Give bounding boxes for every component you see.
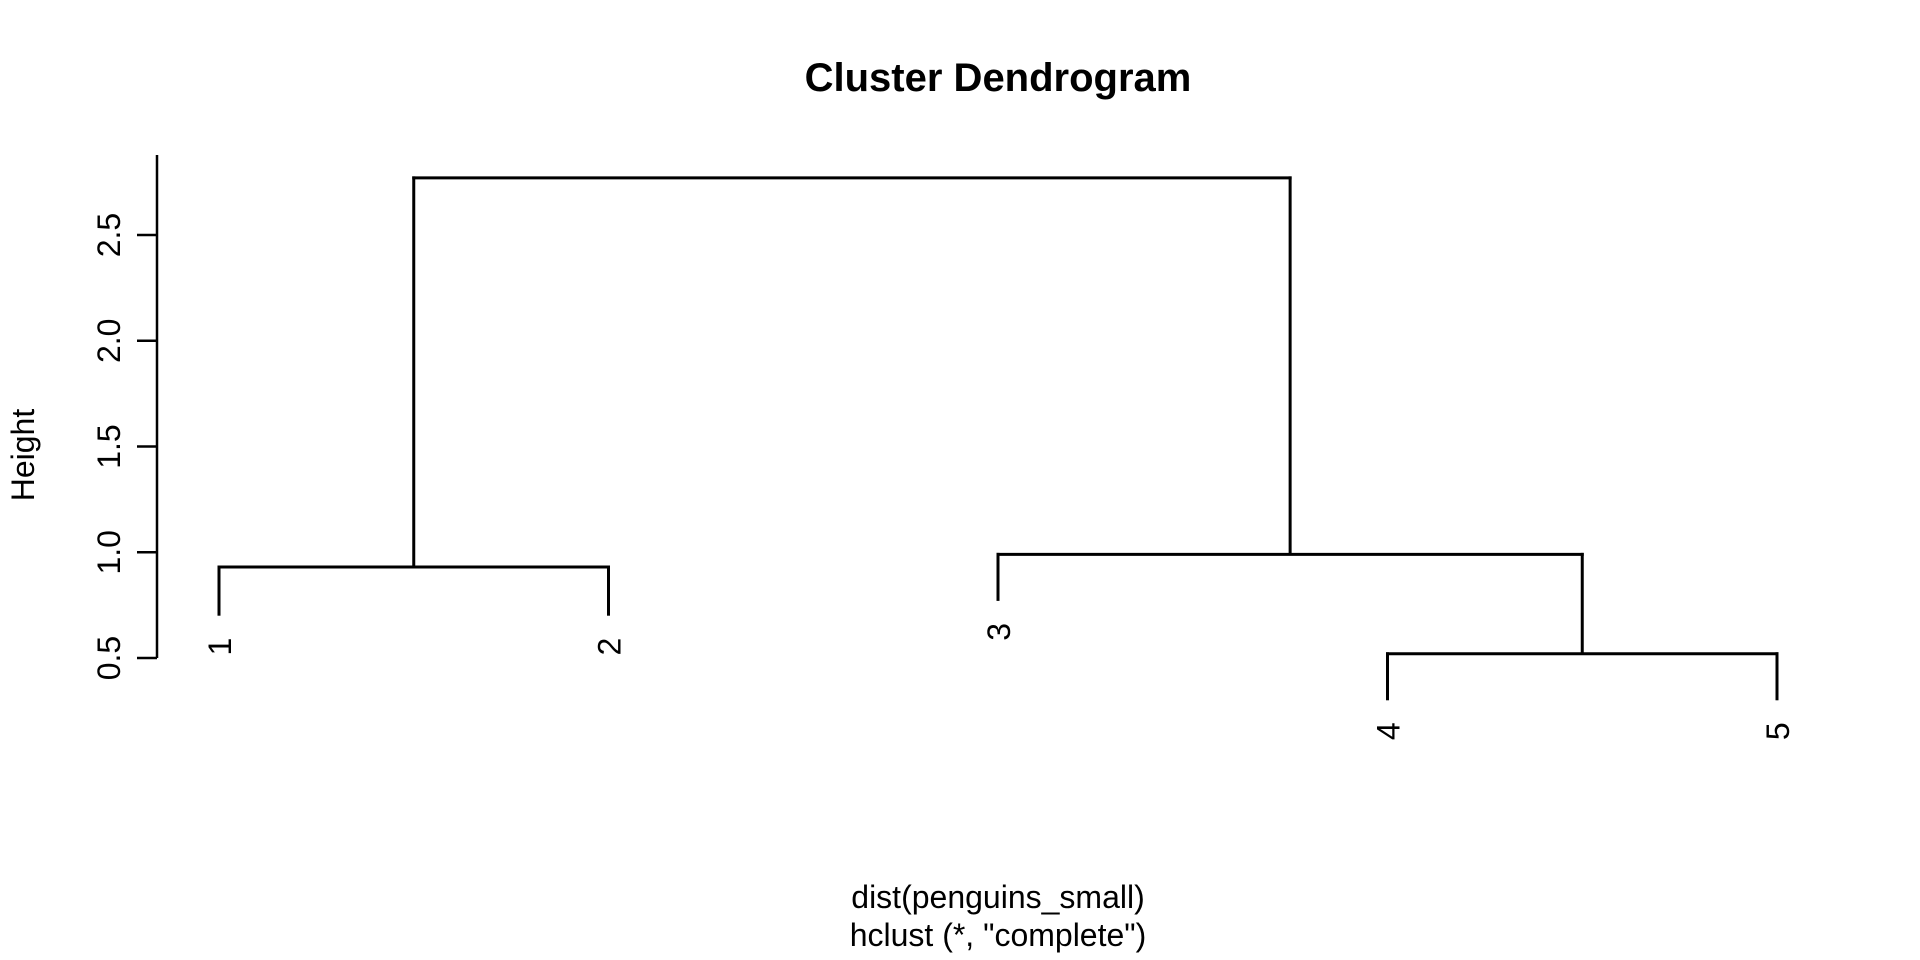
y-tick-label-2.0: 2.0 — [91, 319, 127, 363]
leaf-label-4: 4 — [1371, 722, 1407, 740]
leaf-label-2: 2 — [592, 638, 628, 656]
y-tick-label-1.5: 1.5 — [91, 424, 127, 468]
y-tick-label-1.0: 1.0 — [91, 530, 127, 574]
y-tick-label-0.5: 0.5 — [91, 636, 127, 680]
caption-line-method: hclust (*, "complete") — [849, 917, 1147, 953]
caption-block: dist(penguins_small) hclust (*, "complet… — [850, 878, 1147, 954]
chart-title: Cluster Dendrogram — [804, 56, 1192, 100]
caption-line-distance: dist(penguins_small) — [851, 879, 1145, 915]
y-axis-title: Height — [5, 409, 41, 502]
leaf-label-5: 5 — [1760, 722, 1796, 740]
leaf-label-3: 3 — [981, 623, 1017, 641]
leaf-label-1: 1 — [202, 638, 238, 656]
y-tick-label-2.5: 2.5 — [91, 213, 127, 257]
